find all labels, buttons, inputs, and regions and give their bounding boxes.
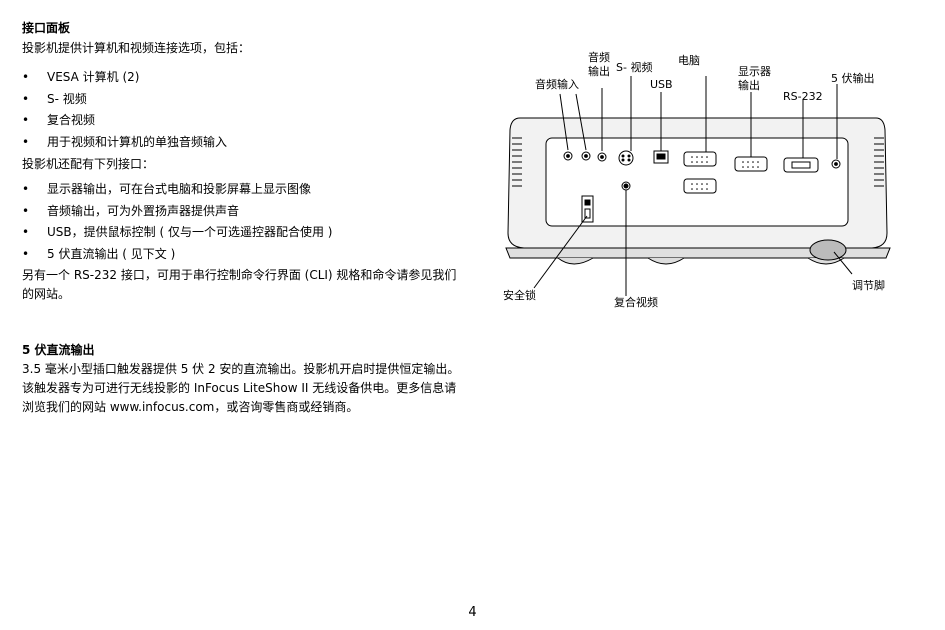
ports [563, 150, 841, 223]
connector-panel-diagram: 音频输入 音频 输出 S- 视频 USB 电脑 显示器 输出 RS-232 5 … [498, 48, 898, 318]
list-item: •显示器输出，可在台式电脑和投影屏幕上显示图像 [22, 182, 312, 196]
list-item: •VESA 计算机 (2) [22, 70, 140, 84]
input-list: •VESA 计算机 (2) •S- 视频 •复合视频 •用于视频和计算机的单独音… [22, 67, 462, 153]
section-title-connector-panel: 接口面板 [22, 21, 71, 35]
list-item: •USB，提供鼠标控制 ( 仅与一个可选遥控器配合使用 ) [22, 225, 333, 239]
label-monitor-out-line1: 显示器 [738, 65, 771, 78]
vga-pins [691, 156, 759, 190]
label-audio-out-line2: 输出 [588, 65, 610, 78]
leader-lines [533, 76, 853, 296]
document-body: 接口面板 投影机提供计算机和视频连接选项，包括： •VESA 计算机 (2) •… [22, 18, 462, 417]
label-svideo: S- 视频 [616, 61, 653, 74]
svideo-port [618, 150, 634, 166]
page-number: 4 [468, 605, 477, 620]
list-item: •音频输出，可为外置扬声器提供声音 [22, 203, 240, 218]
list-item: •5 伏直流输出 ( 见下文 ) [22, 246, 176, 261]
label-audio-out-line1: 音频 [588, 51, 610, 64]
label-computer: 电脑 [678, 54, 700, 67]
label-rs232: RS-232 [783, 90, 823, 103]
vga-computer-2 [683, 178, 717, 194]
vga-computer-1 [683, 151, 717, 167]
intro-text: 投影机提供计算机和视频连接选项，包括： [22, 41, 251, 55]
vent-slots [512, 137, 884, 187]
list-item: •S- 视频 [22, 91, 87, 106]
dc-output-text: 3.5 毫米小型插口触发器提供 5 伏 2 安的直流输出。投影机开启时提供恒定输… [22, 362, 460, 414]
projector-rear-illustration [505, 76, 891, 296]
label-composite-video: 复合视频 [614, 296, 658, 309]
list-item: •用于视频和计算机的单独音频输入 [22, 134, 228, 149]
list-item: •复合视频 [22, 113, 96, 127]
output-list: •显示器输出，可在台式电脑和投影屏幕上显示图像 •音频输出，可为外置扬声器提供声… [22, 179, 462, 265]
vga-monitor-out [734, 156, 768, 172]
label-security-lock: 安全锁 [503, 289, 536, 302]
label-monitor-out-line2: 输出 [738, 79, 760, 92]
label-adjust-foot: 调节脚 [852, 279, 885, 292]
label-dc-out: 5 伏输出 [831, 72, 875, 85]
label-audio-in: 音频输入 [535, 78, 579, 91]
mid-text: 投影机还配有下列接口： [22, 157, 155, 171]
label-usb: USB [650, 78, 673, 91]
rs232-note: 另有一个 RS-232 接口，可用于串行控制命令行界面 (CLI) 规格和命令请… [22, 268, 457, 301]
section-title-dc-output: 5 伏直流输出 [22, 343, 95, 357]
